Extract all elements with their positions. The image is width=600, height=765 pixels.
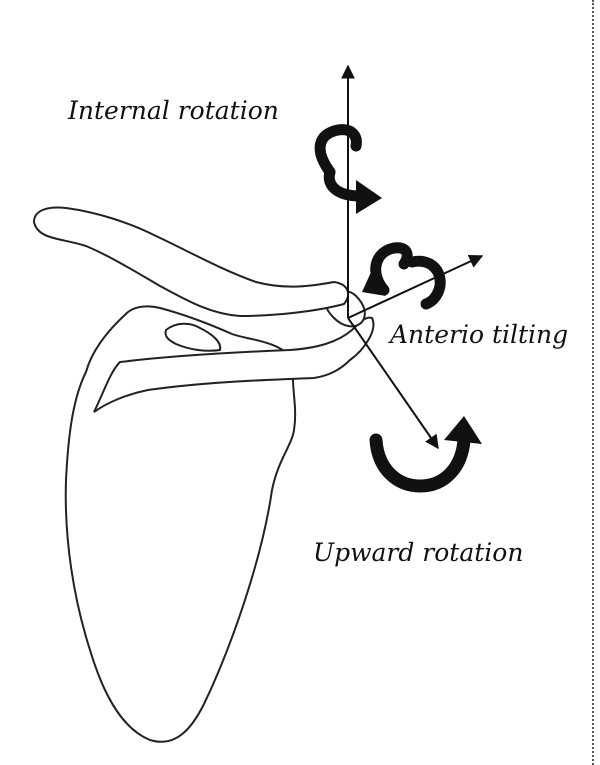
anterior-tilting-label: Anterio tilting <box>390 320 569 349</box>
upward-rotation-label: Upward rotation <box>313 538 524 567</box>
scapula-outline <box>64 305 297 743</box>
clavicle <box>32 206 350 318</box>
upward-rotation-axis <box>347 317 439 450</box>
internal-rotation-arrow-icon <box>314 124 382 214</box>
coracoid-process <box>164 322 222 352</box>
anterior-tilting-arrow-icon <box>362 242 446 310</box>
internal-rotation-label: Internal rotation <box>68 96 279 125</box>
upward-rotation-arrow-icon <box>369 416 482 493</box>
scapular-spine <box>93 316 375 413</box>
anterior-tilting-axis <box>347 254 484 319</box>
figure-border <box>592 0 594 765</box>
